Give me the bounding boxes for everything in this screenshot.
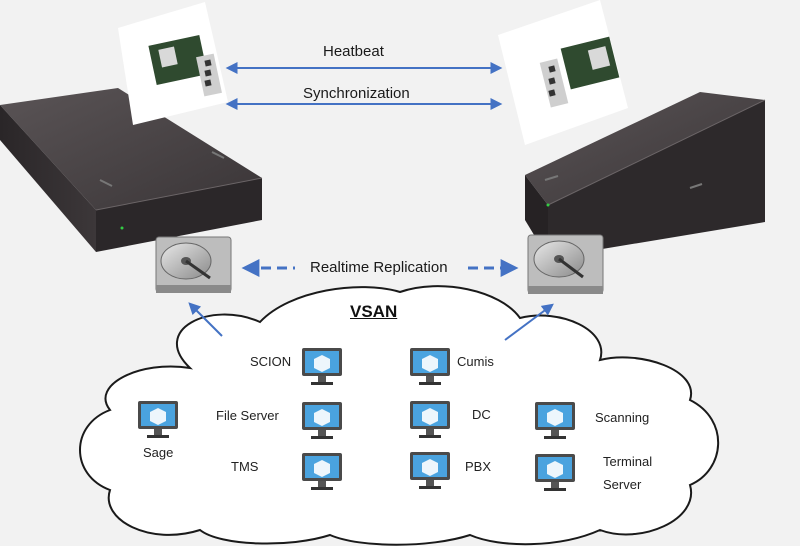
sage-label: Sage xyxy=(143,445,174,460)
cloud-to-right-disk-arrow xyxy=(504,303,554,341)
cumis-label: Cumis xyxy=(457,354,494,369)
left-network-card-icon xyxy=(118,2,228,125)
scion-vm-icon xyxy=(302,348,342,385)
dc-label: DC xyxy=(472,407,491,422)
replication-label: Realtime Replication xyxy=(310,259,448,276)
scanning-label: Scanning xyxy=(595,410,650,425)
pbx-label: PBX xyxy=(465,459,492,474)
terminal-server-label-line1: Terminal xyxy=(603,454,653,469)
scion-label: SCION xyxy=(250,354,292,369)
cloud-to-left-disk-arrow xyxy=(188,302,223,337)
sage-vm-icon xyxy=(138,401,178,438)
terminal-server-vm-icon xyxy=(535,454,575,491)
file-server-label: File Server xyxy=(216,408,279,423)
pbx-vm-icon xyxy=(410,452,450,489)
tms-label: TMS xyxy=(231,459,259,474)
right-network-card-icon xyxy=(498,0,628,145)
terminal-server-label-line2: Server xyxy=(603,477,642,492)
file-server-vm-icon xyxy=(302,402,342,439)
heartbeat-label: Heatbeat xyxy=(323,43,384,60)
cumis-vm-icon xyxy=(410,348,450,385)
scanning-vm-icon xyxy=(535,402,575,439)
synchronization-label: Synchronization xyxy=(303,85,410,102)
left-hard-disk-icon xyxy=(155,236,232,293)
tms-vm-icon xyxy=(302,453,342,490)
right-hard-disk-icon xyxy=(527,234,604,294)
vsan-title: VSAN xyxy=(350,302,398,321)
dc-vm-icon xyxy=(410,401,450,438)
right-server-icon xyxy=(525,92,766,258)
left-server-icon xyxy=(0,88,263,252)
